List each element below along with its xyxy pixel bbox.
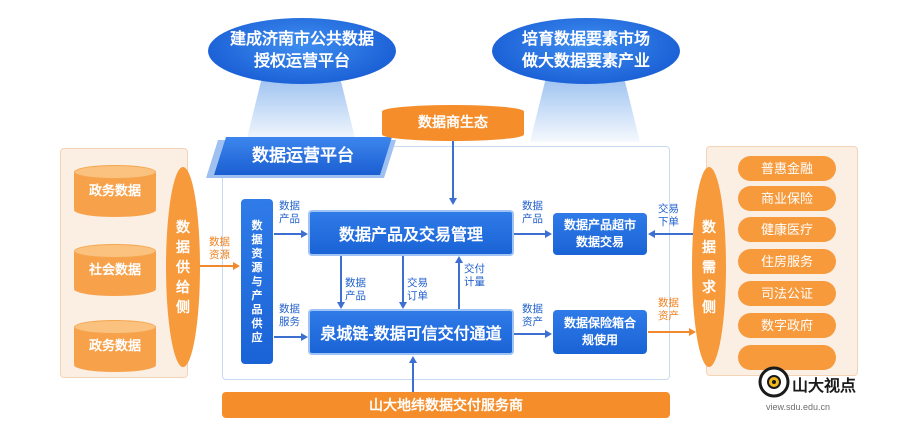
left-goal-oval: 建成济南市公共数据 授权运营平台 [208,18,396,84]
ecosystem-arrow [449,198,457,205]
data-asset-right-label: 数据资产 [522,303,543,328]
provider-arrow [409,356,417,363]
trade-order-label: 交易订单 [407,277,428,302]
ecosystem-box: 数据商生态 [382,105,524,141]
supply-side-label: 数据供给侧 [176,219,190,315]
data-product-left-label: 数据产品 [279,200,300,225]
sandbox-label: 数据保险箱合规使用 [563,316,636,347]
product-left-line [274,233,302,235]
product-mgmt-box: 数据产品及交易管理 [308,210,514,256]
market-box: 数据产品超市数据交易 [553,213,647,255]
mid-arrow-3 [455,256,463,263]
right-goal-line1: 培育数据要素市场 [521,31,650,48]
watermark-url: view.sdu.edu.cn [766,402,831,412]
data-service-left-label: 数据服务 [279,303,300,328]
market-label: 数据产品超市数据交易 [563,218,636,249]
left-goal-line1: 建成济南市公共数据 [229,31,374,48]
asset-out-arrow [689,328,696,336]
service-left-line [274,336,302,338]
mid-arrow-1 [337,302,345,309]
supply-flow-line [200,265,234,267]
ecosystem-connector [452,141,454,199]
mid-arrow-2 [399,302,407,309]
supply-item-label: 社会数据 [88,262,141,277]
data-product-right-label: 数据产品 [522,200,543,225]
demand-item-finance: 普惠金融 [738,156,836,181]
sandbox-box: 数据保险箱合规使用 [553,310,647,354]
supply-flow-arrow [233,262,240,270]
demand-side-label: 数据需求侧 [702,219,716,315]
order-arrow [648,230,655,238]
right-goal-line2: 做大数据要素产业 [521,53,650,70]
resource-supply-label: 数据资源与产品供应 [251,219,263,344]
demand-item-insurance: 商业保险 [738,186,836,211]
product-left-arrow [301,230,308,238]
asset-out-label: 数据资产 [658,297,679,322]
demand-side-oval: 数据需求侧 [692,167,726,367]
service-left-arrow [301,333,308,341]
demand-item-housing: 住房服务 [738,249,836,274]
platform-title-ribbon: 数据运营平台 [214,137,392,175]
provider-bar: 山大地纬数据交付服务商 [222,392,670,418]
mid-line-1 [340,256,342,303]
watermark-brand: 山大视点 [792,378,857,395]
demand-item-notary: 司法公证 [738,281,836,306]
order-line [655,233,697,235]
demand-item-health: 健康医疗 [738,217,836,242]
asset-right-line [514,333,546,335]
demand-item-gov: 数字政府 [738,313,836,338]
asset-out-line [648,331,690,333]
mid-line-2 [402,256,404,303]
left-goal-line2: 授权运营平台 [253,53,350,70]
supply-item-gov-1: 政务数据 [74,165,156,217]
supply-item-label: 政务数据 [88,338,141,353]
delivery-metering-label: 交付计量 [464,263,485,288]
supply-item-social: 社会数据 [74,244,156,296]
resource-supply-box: 数据资源与产品供应 [241,199,273,364]
data-product-mid-label: 数据产品 [345,277,366,302]
mid-line-3 [458,262,460,309]
product-right-line [514,233,546,235]
supply-item-gov-2: 政务数据 [74,320,156,372]
supply-item-label: 政务数据 [88,183,141,198]
right-goal-oval: 培育数据要素市场 做大数据要素产业 [492,18,680,84]
chain-box: 泉城链-数据可信交付通道 [308,309,514,355]
trade-order-right-label: 交易下单 [658,203,679,228]
watermark-logo-icon [758,366,790,398]
asset-right-arrow [545,330,552,338]
product-right-arrow [545,230,552,238]
supply-flow-label: 数据资源 [209,236,230,261]
supply-side-oval: 数据供给侧 [166,167,200,367]
provider-connector [412,362,414,392]
demand-item-hidden [738,345,836,370]
